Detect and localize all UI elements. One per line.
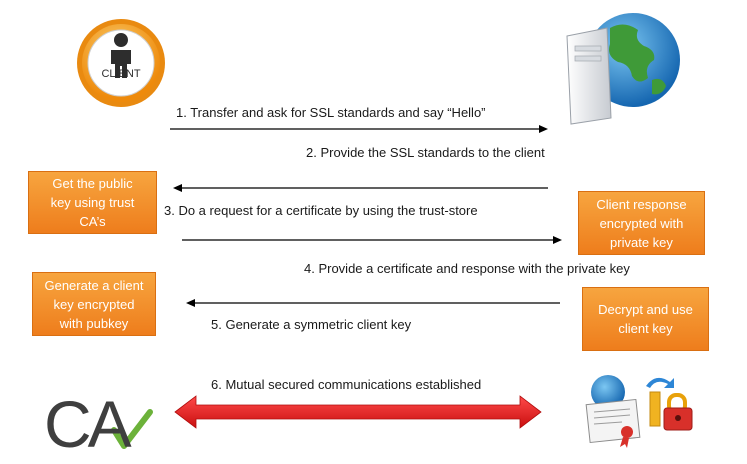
client-response-box: Client response encrypted with private k… (578, 191, 705, 255)
mutual-communication-arrow (174, 395, 542, 429)
step-2-text: 2. Provide the SSL standards to the clie… (306, 145, 545, 160)
step-2-arrow (173, 184, 548, 192)
client-person-icon (77, 19, 165, 107)
step-4-arrow (186, 299, 560, 307)
step-1-arrow (170, 125, 548, 133)
ca-logo-icon (111, 409, 153, 449)
step-6-text: 6. Mutual secured communications establi… (211, 377, 482, 392)
get-public-key-line-2: key using trust (50, 195, 135, 210)
client-response-line-1: Client response (596, 196, 687, 212)
get-public-key-line-3: CA’s (79, 214, 106, 229)
step-3-arrow (182, 236, 562, 244)
step-4-text: 4. Provide a certificate and response wi… (304, 261, 630, 276)
client-response-line-3: private key (610, 234, 673, 250)
generate-client-key-line-2: key encrypted (53, 296, 135, 312)
step-1-text: 1. Transfer and ask for SSL standards an… (176, 105, 486, 120)
generate-client-key-box: Generate a client key encrypted with pub… (32, 272, 156, 336)
decrypt-line-2: client key (618, 321, 673, 336)
step-3-text: 3. Do a request for a certificate by usi… (164, 203, 478, 218)
generate-client-key-line-1: Generate a client (44, 277, 144, 293)
ca-logo-text: CA (44, 387, 132, 461)
server-globe-icon (566, 13, 680, 125)
get-public-key-box: Get the public key using trust CA’s (28, 171, 157, 234)
step-5-text: 5. Generate a symmetric client key (211, 317, 412, 332)
certificate-lock-icon (585, 375, 693, 448)
generate-client-key-line-3: with pubkey (59, 315, 129, 331)
client-response-line-2: encrypted with (599, 215, 684, 231)
get-public-key-line-1: Get the public (52, 176, 133, 191)
decrypt-box: Decrypt and use client key (582, 287, 709, 351)
decrypt-line-1: Decrypt and use (598, 302, 693, 317)
client-label: CLIENT (101, 68, 141, 80)
